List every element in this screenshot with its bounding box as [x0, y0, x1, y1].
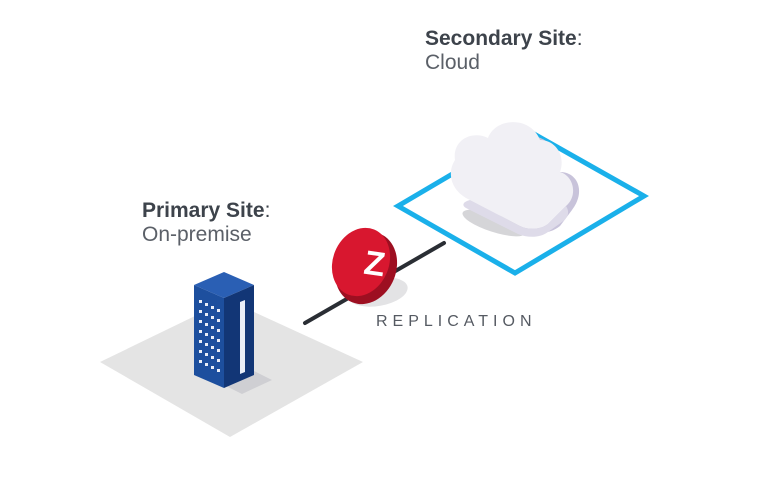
- secondary-site-kind: Cloud: [425, 51, 480, 74]
- zerto-logo-icon: Z: [331, 227, 398, 305]
- secondary-site-label: Secondary Site: Cloud: [425, 27, 583, 75]
- secondary-site-name: Secondary Site:: [425, 27, 583, 50]
- primary-site-label: Primary Site: On-premise: [142, 199, 270, 247]
- replication-label: REPLICATION: [376, 313, 537, 330]
- building-shadow: [218, 368, 272, 394]
- building-icon: [194, 272, 254, 388]
- cloud-icon: [450, 122, 580, 237]
- primary-site-name: Primary Site:: [142, 199, 271, 222]
- primary-site-kind: On-premise: [142, 223, 252, 246]
